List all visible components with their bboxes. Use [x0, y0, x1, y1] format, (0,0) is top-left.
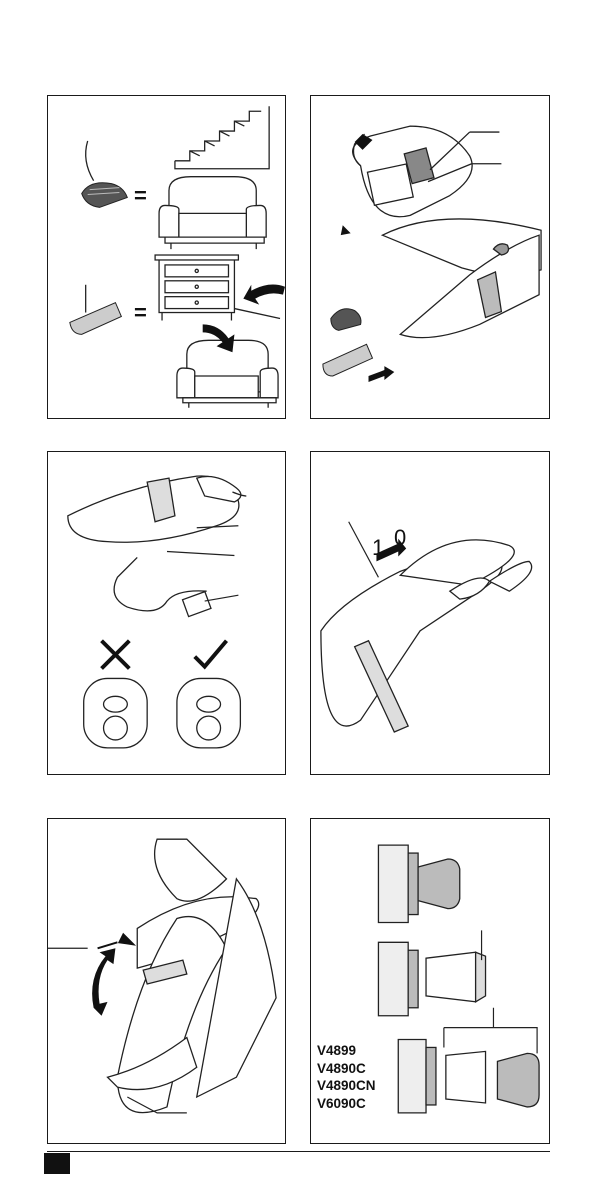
- panel-charging: [47, 451, 286, 775]
- page-number-box: [44, 1153, 70, 1174]
- equals-sign-top: =: [134, 183, 147, 209]
- panel-bowl-release: [47, 818, 286, 1144]
- equals-sign-bottom: =: [134, 300, 147, 326]
- model-name: V6090C: [317, 1095, 376, 1113]
- panel-model-filters: V4899 V4890C V4890CN V6090C: [310, 818, 550, 1144]
- switch-off-label: 0: [394, 525, 406, 551]
- filter-removal-illustration: [311, 96, 549, 418]
- accessory-uses-illustration: [48, 96, 285, 418]
- panel-switch-operation: 1 0: [310, 451, 550, 775]
- footer-rule: [47, 1151, 550, 1152]
- charging-illustration: [48, 452, 285, 774]
- model-name: V4890CN: [317, 1077, 376, 1095]
- panel-accessory-uses: = =: [47, 95, 286, 419]
- bowl-release-illustration: [48, 819, 285, 1143]
- switch-on-label: 1: [372, 535, 384, 561]
- model-name: V4899: [317, 1042, 376, 1060]
- model-list: V4899 V4890C V4890CN V6090C: [317, 1042, 376, 1112]
- panel-filter-removal: [310, 95, 550, 419]
- model-name: V4890C: [317, 1060, 376, 1078]
- switch-operation-illustration: [311, 452, 549, 774]
